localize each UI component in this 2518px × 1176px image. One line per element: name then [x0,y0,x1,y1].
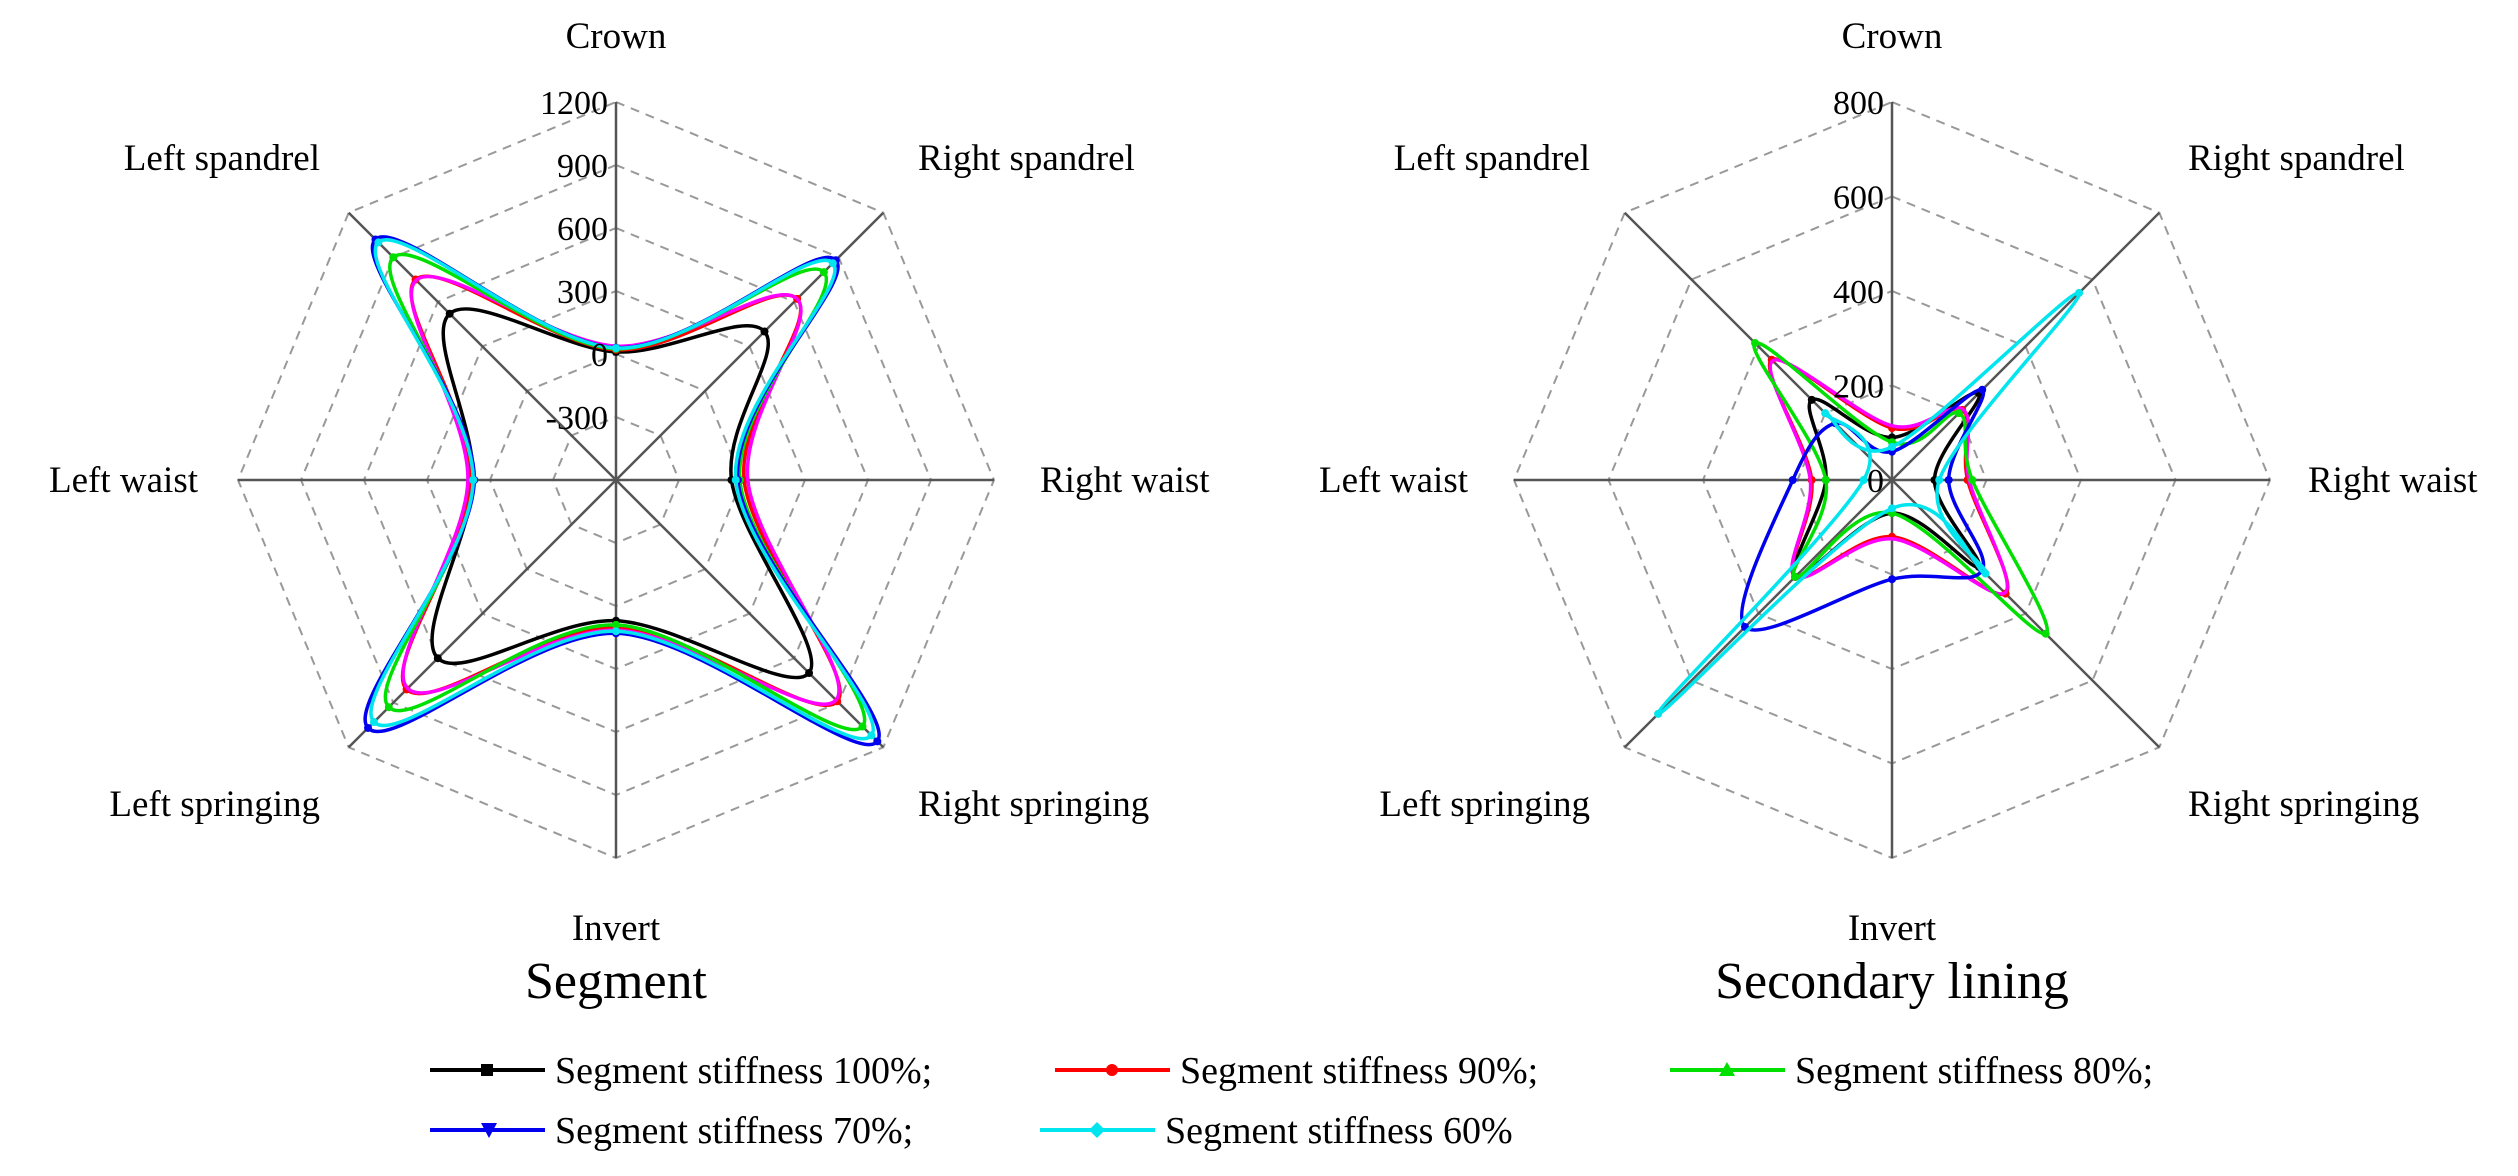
legend-label: Segment stiffness 70%; [555,1110,913,1152]
data-point [1821,409,1830,418]
data-point [1807,395,1816,404]
segment-series [363,235,882,747]
data-point [828,259,837,268]
legend-marker [481,1123,497,1138]
tick-label: 900 [557,148,608,185]
axis-label-crown: Crown [566,16,667,57]
data-point [469,476,478,484]
data-point [364,723,373,732]
data-point [384,703,393,712]
data-point [389,253,398,262]
panel-title-segment: Segment [525,953,708,1010]
axis-label-left-waist: Left waist [1319,460,1469,501]
data-point [1935,476,1944,484]
legend-item: Segment stiffness 80%; [1670,1050,2153,1092]
data-point [1791,572,1800,581]
axis-label-left-waist: Left waist [49,460,199,501]
axis-label-invert: Invert [572,908,661,949]
lining-axis-labels: Crown Right spandrel Right waist Right s… [1319,16,2478,949]
data-point [2041,629,2050,638]
data-point [612,627,620,636]
data-point [2075,288,2084,297]
tick-label: 600 [557,211,608,248]
data-point [1888,442,1896,451]
segment-tick-labels: 1200 900 600 300 0 -300 [540,85,608,437]
axis-label-left-spandrel: Left spandrel [1394,138,1590,179]
data-point [445,309,454,318]
data-point [1859,476,1868,484]
axis-label-right-waist: Right waist [1040,460,1210,501]
legend-label: Segment stiffness 60% [1165,1110,1513,1152]
data-point [612,620,620,629]
axis-spoke [347,211,885,749]
tick-label: 800 [1833,85,1884,122]
axis-spoke [1623,211,2161,749]
data-point [1888,504,1896,513]
tick-label: 0 [591,337,608,374]
tick-label: 200 [1833,369,1884,406]
legend-item: Segment stiffness 90%; [1055,1050,1538,1092]
secondary-lining-radar-panel: 800 600 400 200 0 Crown Right spandrel R… [1319,16,2478,1010]
series-line-overlay [1768,358,2009,596]
axis-label-left-spandrel: Left spandrel [124,138,320,179]
tick-label: 300 [557,274,608,311]
data-point [760,327,769,336]
segment-axis-labels: Crown Right spandrel Right waist Right s… [49,16,1210,949]
legend-marker [481,1064,493,1076]
data-point [1788,476,1797,484]
legend-label: Segment stiffness 80%; [1795,1050,2153,1092]
legend-item: Segment stiffness 100%; [430,1050,932,1092]
data-point [1954,409,1963,418]
axis-label-crown: Crown [1842,16,1943,57]
data-point [731,476,740,484]
data-point [858,722,867,731]
legend-item: Segment stiffness 70%; [430,1110,913,1152]
axis-label-right-spandrel: Right spandrel [2188,138,2405,179]
segment-radar-panel: 1200 900 600 300 0 -300 Crown Right span… [49,16,1210,1010]
tick-label: 400 [1833,274,1884,311]
axis-label-invert: Invert [1848,908,1937,949]
axis-label-right-springing: Right springing [2188,784,2419,825]
data-point [1981,569,1990,578]
panel-title-secondary-lining: Secondary lining [1715,953,2069,1010]
series-line [430,307,814,680]
data-point [805,669,814,678]
lining-series [1654,288,2084,718]
legend-marker [1719,1062,1735,1076]
data-point [1751,339,1760,348]
data-point [433,654,442,663]
data-point [612,344,620,353]
lining-axes [1514,102,2270,858]
data-point [369,718,378,727]
data-point [819,268,828,277]
axis-label-left-springing: Left springing [1379,784,1590,825]
data-point [1968,476,1977,484]
data-point [1654,709,1663,718]
data-point [374,238,383,247]
tick-label: 600 [1833,180,1884,217]
legend-item: Segment stiffness 60% [1040,1110,1513,1152]
data-point [873,737,882,746]
axis-label-right-springing: Right springing [918,784,1149,825]
legend-label: Segment stiffness 90%; [1180,1050,1538,1092]
legend-label: Segment stiffness 100%; [555,1050,932,1092]
axis-label-right-waist: Right waist [2308,460,2478,501]
data-point [1944,476,1953,484]
segment-axes [238,102,994,858]
legend: Segment stiffness 100%; Segment stiffnes… [430,1050,2153,1152]
series-line-overlay [401,274,841,707]
lining-tick-labels: 800 600 400 200 0 [1833,85,1884,500]
axis-label-left-springing: Left springing [109,784,320,825]
data-point [1821,476,1830,484]
axis-label-right-spandrel: Right spandrel [918,138,1135,179]
legend-marker [1106,1064,1118,1076]
tick-label: 0 [1867,463,1884,500]
data-point [1888,575,1896,584]
legend-marker [1089,1122,1105,1138]
tick-label: -300 [546,400,608,437]
data-point [1978,385,1987,394]
data-point [867,731,876,740]
tick-label: 1200 [540,85,608,122]
